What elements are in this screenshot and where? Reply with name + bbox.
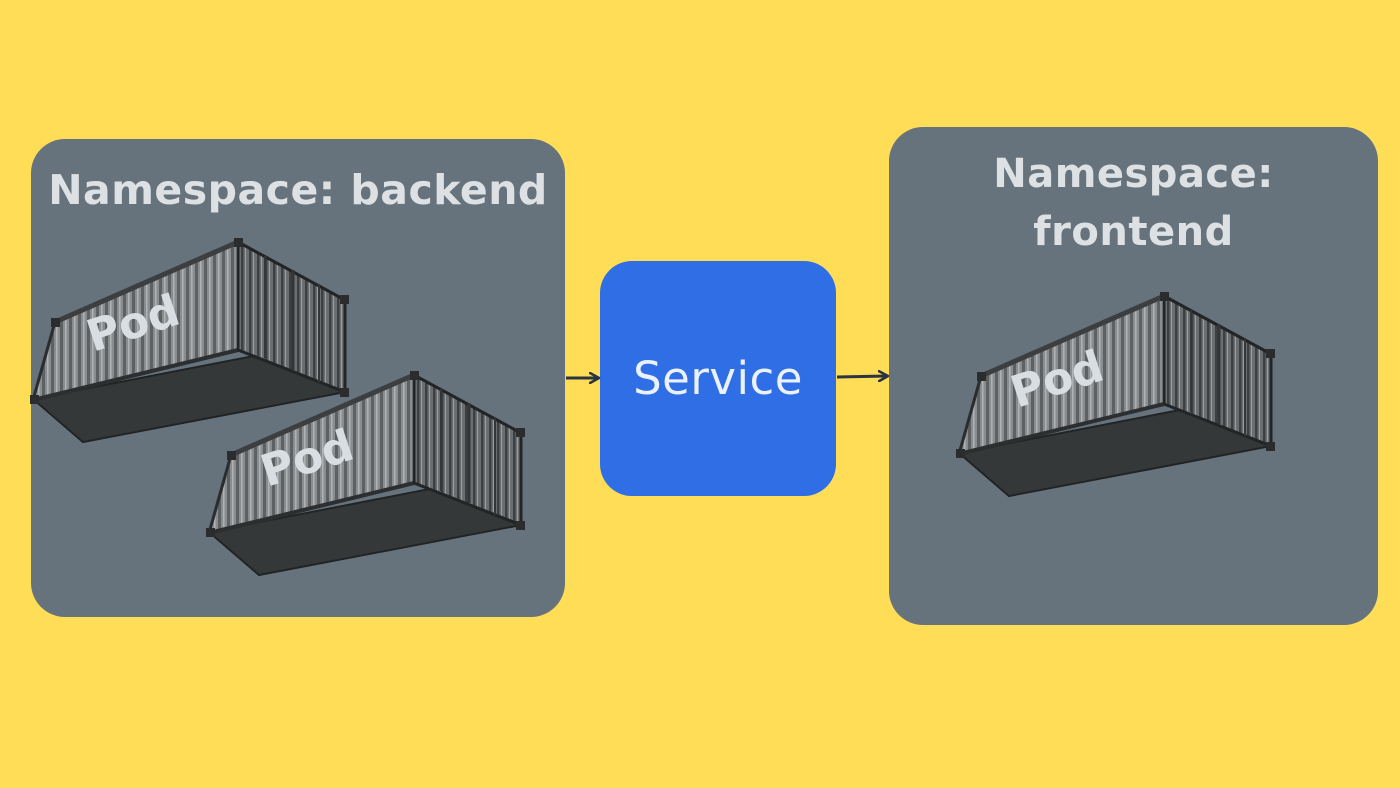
service-node: Service xyxy=(600,261,836,496)
service-label: Service xyxy=(633,352,803,405)
namespace-frontend-title-line-1: Namespace: xyxy=(993,151,1274,197)
arrow-service-to-frontend xyxy=(836,376,887,377)
namespace-frontend: Namespace: frontend xyxy=(889,127,1378,625)
namespace-frontend-title: Namespace: frontend xyxy=(889,145,1378,261)
namespace-backend-title-text: Namespace: backend xyxy=(48,166,548,214)
namespace-frontend-title-line-2: frontend xyxy=(1033,209,1234,255)
namespace-backend: Namespace: backend xyxy=(31,139,565,617)
namespace-backend-title: Namespace: backend xyxy=(31,161,565,219)
